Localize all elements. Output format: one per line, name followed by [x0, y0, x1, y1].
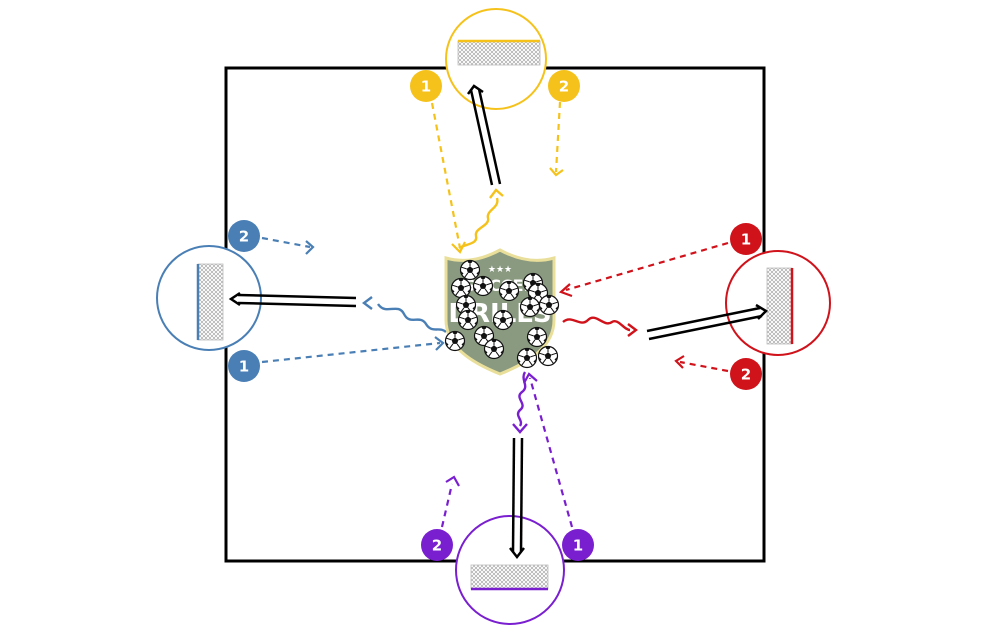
yellow-player-1-label: 1 — [421, 78, 431, 96]
purple-dribble-path — [516, 371, 527, 427]
red-player-1-label: 1 — [741, 231, 751, 249]
goal-net-icon — [470, 564, 549, 590]
yellow-1-run-arrowhead — [451, 241, 466, 254]
blue-player-1-badge — [228, 350, 260, 382]
soccer-ball-icon — [516, 347, 538, 369]
soccer-ball-icon — [537, 345, 559, 367]
purple-1-run-arrowhead — [523, 372, 538, 384]
purple-2-run — [440, 483, 454, 528]
yellow-1-run — [430, 102, 462, 249]
blue-shot-arrowhead — [228, 291, 241, 307]
blue-2-run-arrowhead — [305, 240, 315, 255]
blue-team: 2 1 — [156, 220, 447, 382]
blue-shot-line-a — [237, 293, 357, 300]
red-2-run-arrowhead — [674, 355, 685, 369]
purple-player-2-label: 2 — [432, 537, 442, 555]
soccer-ball-icon — [519, 296, 541, 318]
yellow-dribble-arrowhead — [489, 188, 504, 199]
yellow-player-2-badge — [548, 70, 580, 102]
soccer-ball-icon — [526, 326, 548, 348]
soccer-ball-icon — [498, 280, 520, 302]
red-player-1-badge — [730, 223, 762, 255]
blue-1-run — [261, 341, 441, 364]
yellow-dribble-path — [458, 197, 499, 250]
soccer-ball-icon — [450, 277, 472, 299]
blue-2-run — [261, 236, 311, 249]
purple-2-run-arrowhead — [445, 475, 460, 487]
red-2-run — [679, 360, 729, 373]
red-dribble-arrowhead — [627, 323, 638, 337]
red-shot-line-a — [646, 306, 761, 333]
blue-dribble-path — [377, 303, 447, 333]
red-shot-line-b — [648, 314, 763, 341]
blue-shot-line-b — [237, 301, 357, 308]
red-shot-arrowhead — [755, 303, 769, 320]
yellow-shot-arrowhead — [467, 84, 484, 95]
purple-1-run — [528, 377, 574, 528]
soccer-ball-icon — [459, 259, 481, 281]
red-1-run — [565, 241, 729, 292]
goal-net-icon — [766, 267, 793, 345]
purple-dribble-arrowhead — [512, 423, 528, 434]
purple-player-1-badge — [562, 529, 594, 561]
blue-player-2-label: 2 — [239, 228, 249, 246]
red-1-run-arrowhead — [558, 283, 573, 298]
red-dribble-path — [562, 316, 631, 332]
purple-shot-arrowhead — [509, 547, 525, 560]
purple-shot-line-b — [519, 437, 524, 553]
soccer-ball-icon — [538, 294, 560, 316]
goal-net-icon — [197, 263, 224, 341]
soccer-ball-icon — [483, 338, 505, 360]
red-team: 1 2 — [558, 223, 831, 390]
blue-dribble-arrowhead — [362, 296, 373, 310]
purple-player-1-label: 1 — [573, 537, 583, 555]
yellow-2-run-arrowhead — [549, 167, 564, 177]
purple-team: 2 1 — [421, 371, 594, 625]
blue-player-2-badge — [228, 220, 260, 252]
soccer-ball-icon — [472, 275, 494, 297]
yellow-player-1-badge — [410, 70, 442, 102]
blue-player-1-label: 1 — [239, 358, 249, 376]
red-player-2-label: 2 — [741, 366, 751, 384]
purple-shot-line-a — [511, 437, 516, 553]
purple-player-2-badge — [421, 529, 453, 561]
yellow-shot-line-b — [477, 88, 502, 185]
goal-net-icon — [457, 40, 541, 66]
yellow-shot-line-a — [469, 89, 494, 186]
yellow-team: 1 2 — [410, 8, 580, 254]
soccer-ball-icon — [492, 309, 514, 331]
logo-stars: ★★★ — [488, 265, 512, 275]
yellow-player-2-label: 2 — [559, 78, 569, 96]
yellow-2-run — [554, 101, 562, 173]
blue-1-run-arrowhead — [434, 336, 445, 351]
soccer-ball-icon — [457, 309, 479, 331]
red-player-2-badge — [730, 358, 762, 390]
soccer-ball-icon — [444, 330, 466, 352]
